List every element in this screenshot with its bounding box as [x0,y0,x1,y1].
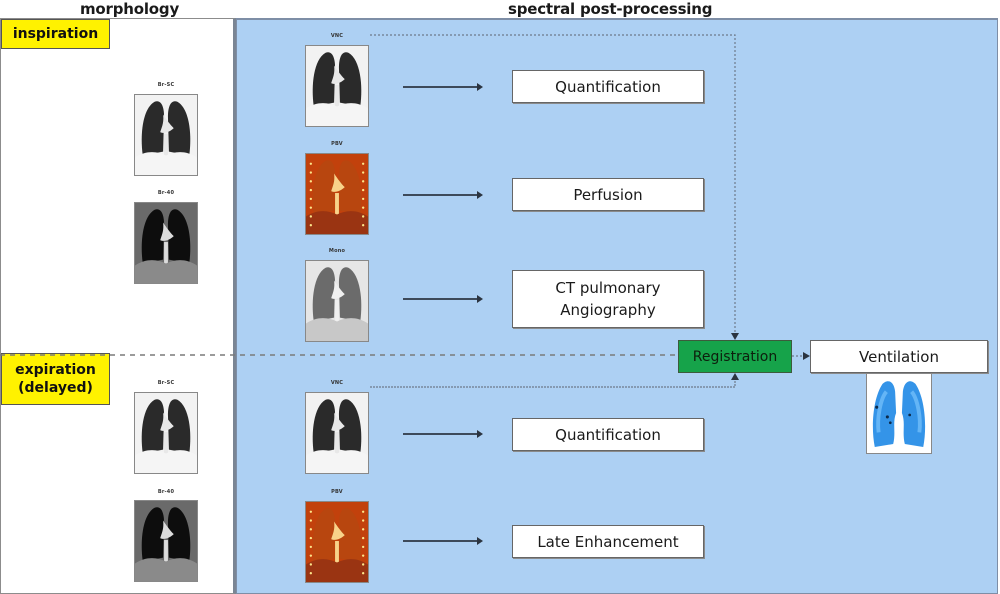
mediastinum [160,222,174,241]
mediastinum [160,520,174,539]
mediastinum [160,114,174,133]
lung-right [141,507,165,562]
lung-right [141,399,165,454]
spectral-column-title: spectral post-processing [508,0,713,18]
lung-right [141,209,165,264]
inspiration-label: inspiration [1,19,110,49]
ct-scan-thumbnail [305,260,369,342]
diaphragm [306,211,368,234]
lung-left [338,399,362,454]
arrow-to-quantification [403,83,483,91]
diaphragm [135,558,197,581]
scan-label: VNC [330,380,344,386]
ct-scan-thumbnail [305,45,369,127]
scan-label: Br-40 [157,190,175,196]
lung-right [141,101,165,156]
ct-scan-thumbnail [305,153,369,235]
ct-pulmonary-angiography-box: CT pulmonary Angiography [512,270,704,328]
lung-right [312,267,336,322]
quantification-expiration-box: Quantification [512,418,704,451]
lung-left [338,52,362,107]
expiration-label: expiration (delayed) [1,353,110,405]
late-enhancement-box: Late Enhancement [512,525,704,558]
mediastinum [331,521,345,540]
mediastinum [160,412,174,431]
arrow-to-late-enhancement [403,537,483,545]
diaphragm [306,103,368,126]
diaphragm [306,450,368,473]
mediastinum [331,173,345,192]
lung-left [167,101,191,156]
lung-left [167,209,191,264]
lung-left [338,160,362,215]
diaphragm [135,260,197,283]
lung-right [312,160,336,215]
registration-box: Registration [678,340,792,373]
diaphragm [135,450,197,473]
morphology-column-title: morphology [80,0,180,18]
lung-left [167,399,191,454]
diaphragm [306,559,368,582]
arrow-to-perfusion [403,191,483,199]
mediastinum [331,412,345,431]
diaphragm [135,152,197,175]
quantification-inspiration-box: Quantification [512,70,704,103]
lung-left [167,507,191,562]
ventilation-box: Ventilation [810,340,988,373]
lung-left [338,508,362,563]
arrow-to-ctpa [403,295,483,303]
ct-scan-thumbnail [134,94,198,176]
ct-scan-thumbnail [305,501,369,583]
scan-label: Br-SC [157,82,175,88]
perfusion-box: Perfusion [512,178,704,211]
mediastinum [331,65,345,84]
arrow-to-quantification [403,430,483,438]
morphology-panel [0,18,236,594]
scan-label: Br-SC [157,380,175,386]
diaphragm [306,318,368,341]
lung-right [312,399,336,454]
lung-left [338,267,362,322]
ventilation-map-thumbnail [866,373,932,454]
lung-right [312,508,336,563]
scan-label: PBV [331,141,343,147]
scan-label: Mono [328,248,346,254]
scan-label: PBV [331,489,343,495]
mediastinum [331,280,345,299]
scan-label: VNC [330,33,344,39]
ct-scan-thumbnail [305,392,369,474]
ct-scan-thumbnail [134,392,198,474]
ct-scan-thumbnail [134,202,198,284]
scan-label: Br-40 [157,489,175,495]
lung-right [312,52,336,107]
ct-scan-thumbnail [134,500,198,582]
